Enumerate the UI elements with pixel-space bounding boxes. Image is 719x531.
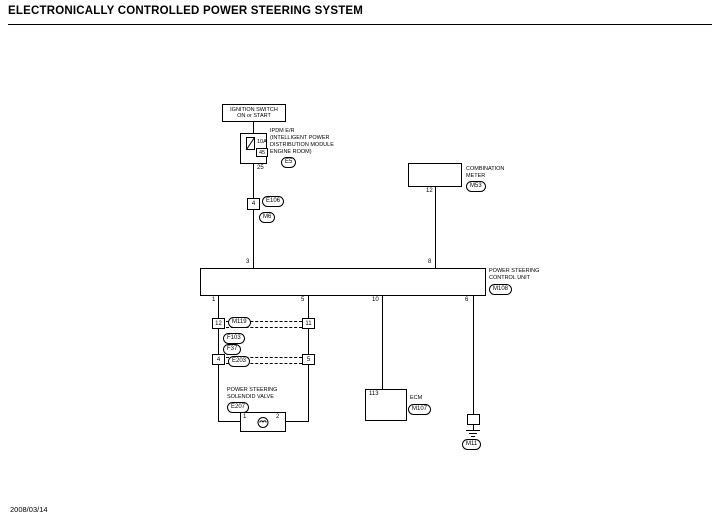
solenoid-valve-label-2: SOLENOID VALVE (227, 394, 274, 400)
pin-5-label: 5 (301, 297, 305, 303)
page-title: ELECTRONICALLY CONTROLLED POWER STEERING… (8, 5, 364, 17)
ipdm-name-line2: (INTELLIGENT POWER (270, 135, 330, 141)
title-underline (8, 24, 712, 25)
solenoid-icon (257, 417, 269, 428)
ground-icon (471, 436, 475, 437)
inline-connector-2-right: 5 (302, 354, 315, 365)
fuse-number-box: 45 (256, 148, 268, 157)
pin-8-label: 8 (428, 259, 432, 265)
combination-meter-box (408, 163, 462, 187)
wire-pin10-to-ecm (382, 296, 383, 389)
connector-e207: E207 (227, 402, 250, 413)
terminal-2-label: 2 (276, 414, 280, 420)
dashed-connector-line (226, 357, 302, 358)
pin-113-label: 113 (369, 391, 379, 397)
fuse-rating-label: 10A (257, 139, 267, 145)
wire-pin6-to-ground (473, 296, 474, 414)
joint-connector-box: 4 (247, 198, 260, 210)
ipdm-name-line1: IPDM E/R (270, 128, 295, 134)
inline-connector-1-left: 12 (212, 318, 225, 329)
connector-m53: M53 (466, 181, 486, 192)
footer-date: 2008/03/14 (10, 505, 48, 514)
solenoid-valve-label-1: POWER STEERING (227, 387, 278, 393)
ground-connector-box (467, 414, 480, 425)
connector-e5: E5 (281, 157, 297, 168)
inline-connector-2-left: 4 (212, 354, 225, 365)
connector-m108: M108 (489, 284, 513, 295)
fuse-icon (246, 137, 255, 150)
wire-solenoid-right-entry (286, 421, 308, 422)
ground-icon (469, 433, 477, 434)
wire-ignition-to-fuse (253, 122, 254, 137)
ground-icon (466, 430, 480, 431)
connector-e203: E203 (228, 356, 251, 367)
ecm-label: ECM (410, 395, 423, 401)
wire-meter-to-control-unit (435, 187, 436, 268)
ipdm-name-line3: DISTRIBUTION MODULE (270, 142, 334, 148)
ecm-box (365, 389, 407, 421)
combination-meter-label-1: COMBINATION (466, 166, 505, 172)
control-unit-label-1: POWER STEERING (489, 268, 540, 274)
pin-10-label: 10 (372, 297, 379, 303)
dashed-connector-line (226, 363, 302, 364)
pin-3-label: 3 (246, 259, 250, 265)
pin-6-label: 6 (465, 297, 469, 303)
dashed-connector-line (226, 327, 302, 328)
connector-m119: M119 (228, 317, 251, 328)
control-unit-box (200, 268, 486, 296)
pin-1-label: 1 (212, 297, 216, 303)
pin-25-label: 25 (257, 165, 264, 171)
terminal-1-label: 1 (243, 414, 247, 420)
ignition-switch-label-2: ON or START (237, 113, 271, 119)
pin-12-label: 12 (426, 188, 433, 194)
ipdm-name-line4: ENGINE ROOM) (270, 149, 312, 155)
wire-ground-stub (473, 425, 474, 430)
wire-solenoid-left-entry (218, 421, 241, 422)
combination-meter-label-2: METER (466, 173, 486, 179)
inline-connector-1-right: 11 (302, 318, 315, 329)
connector-e106: E106 (262, 196, 285, 207)
ignition-switch-box: IGNITION SWITCH ON or START (222, 104, 286, 122)
dashed-connector-line (226, 321, 302, 322)
connector-m6: M6 (259, 212, 276, 223)
connector-f103: F103 (223, 333, 245, 344)
connector-f37: F37 (223, 344, 242, 355)
control-unit-label-2: CONTROL UNIT (489, 275, 531, 281)
ignition-switch-label-1: IGNITION SWITCH (230, 106, 278, 113)
connector-m107: M107 (408, 404, 432, 415)
connector-m11: M11 (462, 439, 482, 450)
